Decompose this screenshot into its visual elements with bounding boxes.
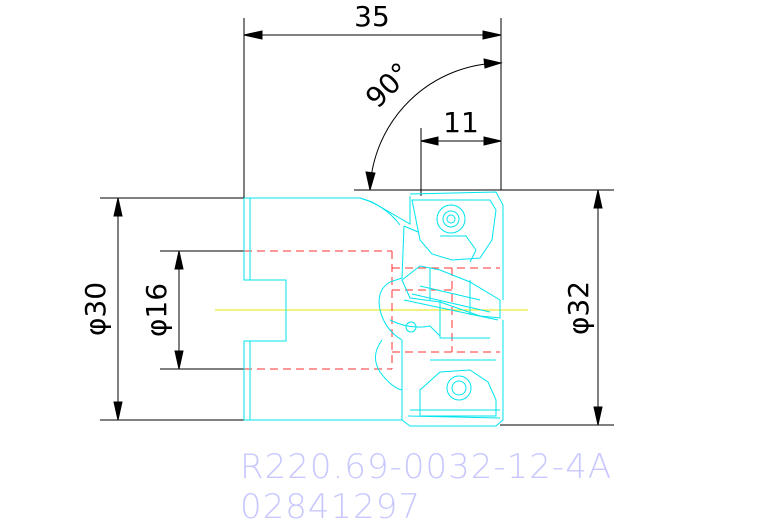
shank-diameter-label: φ30 xyxy=(79,282,112,336)
bore-diameter-label: φ16 xyxy=(140,283,173,337)
part-number: 02841297 xyxy=(240,487,421,523)
dimension-labels: 35 90° 11 φ30 φ16 φ32 xyxy=(79,0,595,337)
angle-label: 90° xyxy=(359,56,417,114)
insert-offset-label: 11 xyxy=(443,106,479,139)
cutting-diameter-label: φ32 xyxy=(562,281,595,335)
tool-outline xyxy=(243,191,504,427)
overall-length-label: 35 xyxy=(354,0,390,33)
part-code: R220.69-0032-12-4A xyxy=(240,447,612,487)
dimension-lines xyxy=(100,18,614,426)
